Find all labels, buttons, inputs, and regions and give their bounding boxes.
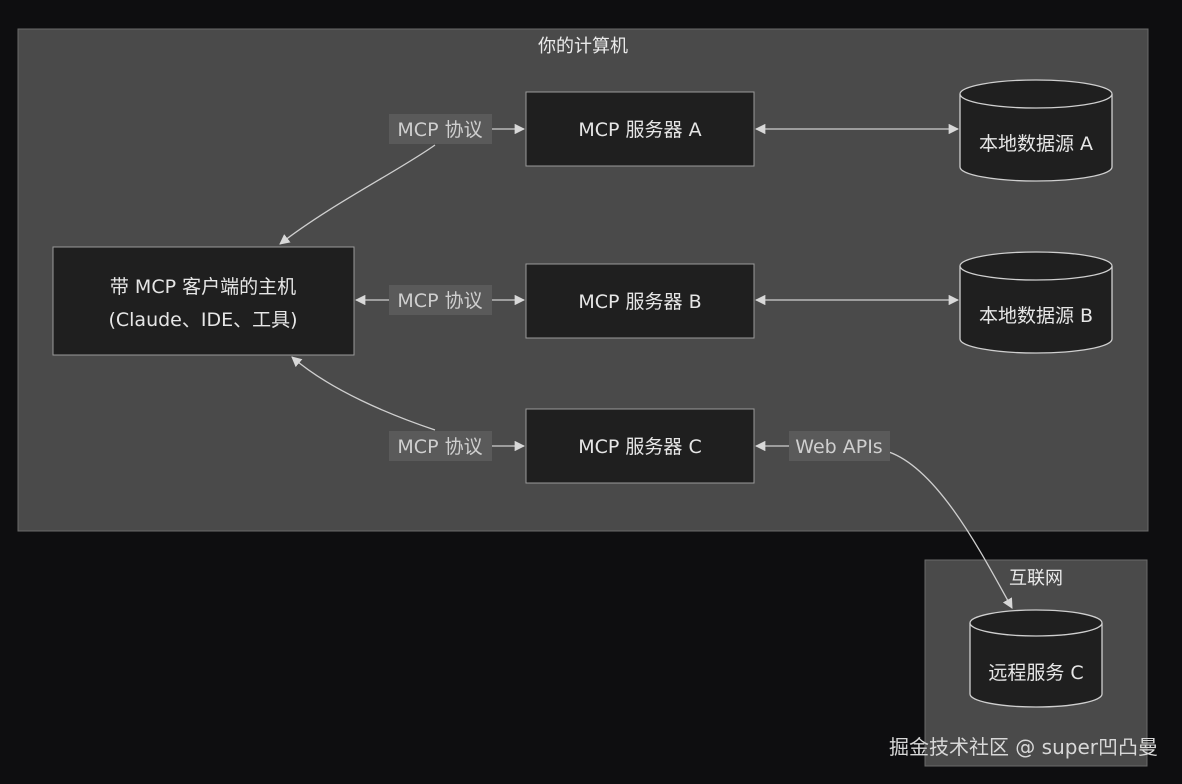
datasource-b-label: 本地数据源 B: [979, 305, 1093, 327]
remote-service-c-label: 远程服务 C: [988, 662, 1083, 684]
cluster-title-computer: 你的计算机: [538, 36, 628, 57]
edge-webapis-to-remote-c: [888, 451, 1013, 609]
datasource-a-cylinder: 本地数据源 A: [959, 79, 1113, 182]
edge-label-host-c: MCP 协议: [389, 431, 492, 461]
edge-host-to-label-a: [279, 144, 436, 245]
host-node: 带 MCP 客户端的主机 (Claude、IDE、工具): [52, 246, 355, 356]
svg-text:MCP 协议: MCP 协议: [397, 119, 482, 141]
host-label-line2: (Claude、IDE、工具): [108, 309, 297, 331]
edge-host-to-label-c: [291, 356, 436, 431]
server-b-node: MCP 服务器 B: [525, 263, 755, 339]
watermark-text: 掘金技术社区 @ super凹凸曼: [889, 735, 1158, 759]
svg-text:MCP 协议: MCP 协议: [397, 290, 482, 312]
edge-label-webapis: Web APIs: [789, 431, 890, 461]
server-b-label: MCP 服务器 B: [578, 291, 701, 313]
svg-text:Web APIs: Web APIs: [795, 436, 882, 458]
cluster-internet: 互联网: [924, 559, 1148, 767]
edges: [279, 123, 1013, 609]
remote-service-c-cylinder: 远程服务 C: [969, 609, 1103, 708]
edge-label-host-b: MCP 协议: [389, 285, 492, 315]
datasource-b-cylinder: 本地数据源 B: [959, 251, 1113, 354]
server-a-node: MCP 服务器 A: [525, 91, 755, 167]
cluster-title-internet: 互联网: [1009, 568, 1063, 589]
host-label-line1: 带 MCP 客户端的主机: [110, 276, 296, 298]
datasource-a-label: 本地数据源 A: [979, 133, 1093, 155]
edge-label-host-a: MCP 协议: [389, 114, 492, 144]
svg-text:MCP 协议: MCP 协议: [397, 436, 482, 458]
server-a-label: MCP 服务器 A: [578, 119, 701, 141]
server-c-label: MCP 服务器 C: [578, 436, 701, 458]
server-c-node: MCP 服务器 C: [525, 408, 755, 484]
